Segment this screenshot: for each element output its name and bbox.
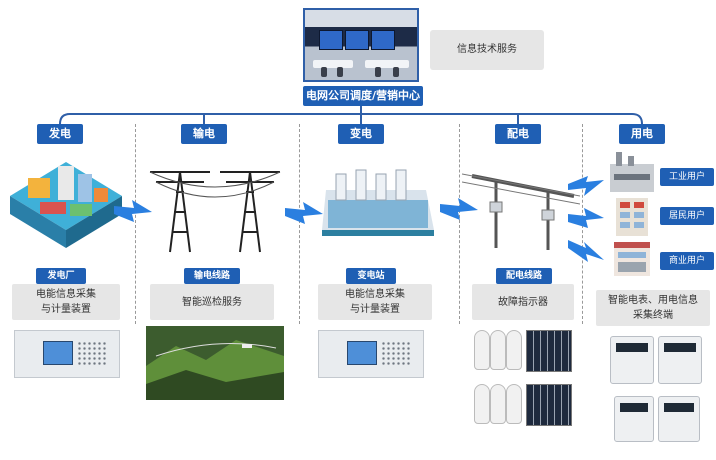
distribution-desc: 故障指示器 — [472, 284, 574, 320]
branch-substation: 变电 — [338, 124, 384, 144]
branch-generation: 发电 — [37, 124, 83, 144]
fault-indicator-image-2 — [472, 380, 522, 426]
distribution-pole-illustration — [462, 173, 580, 250]
lightning-icon — [440, 198, 478, 220]
power-plant-illustration — [10, 162, 122, 248]
branch-transmission: 输电 — [181, 124, 227, 144]
substation-tag: 变电站 — [346, 268, 396, 284]
smart-meter-image — [614, 396, 654, 442]
lightning-icon — [285, 202, 323, 224]
commercial-user-tag: 商业用户 — [660, 252, 714, 270]
separator — [459, 124, 460, 324]
drone-inspection-image — [146, 326, 284, 400]
factory-icon — [610, 152, 654, 192]
dispatch-center-label: 电网公司调度/营销中心 — [303, 86, 423, 106]
smart-meter-image — [610, 336, 654, 384]
consumption-desc: 智能电表、用电信息 采集终端 — [596, 290, 710, 326]
metering-device-image — [14, 330, 120, 378]
solar-panel-image — [526, 330, 572, 372]
separator — [299, 124, 300, 324]
residential-building-icon — [616, 198, 648, 236]
residential-user-tag: 居民用户 — [660, 207, 714, 225]
separator — [135, 124, 136, 324]
lightning-icon — [568, 208, 604, 228]
solar-panel-image-2 — [526, 384, 572, 426]
transmission-line-tag: 输电线路 — [184, 268, 240, 284]
generation-desc: 电能信息采集 与计量装置 — [12, 284, 120, 320]
industrial-user-tag: 工业用户 — [660, 168, 714, 186]
smart-meter-image — [658, 396, 700, 442]
lightning-icon — [568, 176, 604, 196]
branch-distribution: 配电 — [495, 124, 541, 144]
distribution-line-tag: 配电线路 — [496, 268, 552, 284]
branch-consumption: 用电 — [619, 124, 665, 144]
power-plant-tag: 发电厂 — [36, 268, 86, 284]
control-center-photo — [303, 8, 419, 82]
lightning-icon — [568, 240, 604, 262]
lightning-icon — [114, 200, 152, 222]
transmission-tower-illustration — [149, 171, 281, 253]
substation-illustration — [322, 169, 434, 236]
substation-desc: 电能信息采集 与计量装置 — [318, 284, 432, 320]
metering-device-image-2 — [318, 330, 424, 378]
transmission-desc: 智能巡检服务 — [150, 284, 274, 320]
commercial-building-icon — [614, 242, 650, 276]
fault-indicator-image — [472, 326, 522, 372]
smart-meter-image — [658, 336, 702, 384]
info-service-box: 信息技术服务 — [430, 30, 544, 70]
